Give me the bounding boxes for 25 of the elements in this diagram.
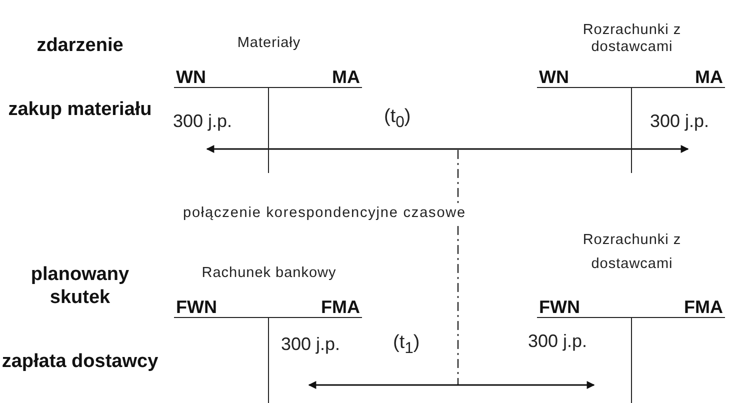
debit-side-label: FWN (176, 297, 217, 317)
row-label: zdarzenie (36, 34, 124, 57)
time-label: (t$_{1}$) (393, 332, 420, 358)
amount-text: 300 j.p. (173, 110, 247, 132)
amount-text: 300 j.p. (281, 333, 365, 355)
row-label: zapłata dostawcy (0, 350, 160, 373)
credit-side-label: FMA (321, 297, 360, 317)
credit-side-label: FMA (684, 297, 723, 317)
amount-text: 300 j.p. (528, 330, 612, 352)
account-title: Rozrachunki z dostawcami (582, 22, 682, 56)
account-title: Materiały (236, 35, 302, 52)
debit-side-label: WN (176, 67, 206, 87)
debit-side-label: FWN (539, 297, 580, 317)
double-arrow (308, 381, 595, 389)
amount-text: 300 j.p. (650, 110, 728, 132)
credit-side-label: MA (695, 67, 723, 87)
time-label: (t$_{0}$) (384, 106, 411, 132)
account-title: Rachunek bankowy (200, 265, 338, 282)
double-arrow (206, 145, 689, 153)
account-title: Rozrachunki z dostawcami (582, 231, 682, 274)
row-label: planowany skutek (30, 263, 130, 309)
row-label: zakup materiału (7, 98, 153, 121)
debit-side-label: WN (539, 67, 569, 87)
connection-label: połączenie korespondencyjne czasowe (183, 205, 466, 221)
credit-side-label: MA (332, 67, 360, 87)
